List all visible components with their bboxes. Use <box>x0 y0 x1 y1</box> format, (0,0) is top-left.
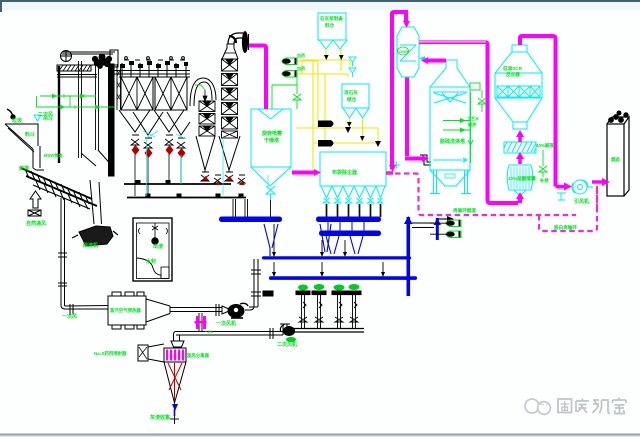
svg-text:脱白再循环: 脱白再循环 <box>554 224 577 231</box>
svg-text:一次风: 一次风 <box>62 313 77 320</box>
svg-text:补给: 补给 <box>539 177 549 184</box>
svg-text:出渣: 出渣 <box>153 243 164 250</box>
svg-text:料斗: 料斗 <box>25 131 35 138</box>
svg-text:垃圾: 垃圾 <box>12 117 22 124</box>
svg-text:MSW焚烧: MSW焚烧 <box>44 152 63 159</box>
svg-text:碱液: 碱液 <box>468 121 476 127</box>
svg-text:反应器: 反应器 <box>506 71 520 78</box>
svg-text:消石灰: 消石灰 <box>344 89 358 96</box>
svg-text:水封: 水封 <box>145 258 156 265</box>
svg-text:再循环烟道: 再循环烟道 <box>453 207 476 214</box>
svg-text:Na₂S药剂喷射器: Na₂S药剂喷射器 <box>94 350 127 357</box>
svg-text:加药: 加药 <box>296 52 305 58</box>
svg-text:40%碱液: 40%碱液 <box>536 142 554 149</box>
svg-text:一次风机: 一次风机 <box>216 320 236 327</box>
svg-text:自然通风: 自然通风 <box>26 220 46 227</box>
svg-text:蒸汽空气预热器: 蒸汽空气预热器 <box>110 307 141 314</box>
svg-text:旋转喷雾: 旋转喷雾 <box>261 130 283 137</box>
svg-text:吊斗: 吊斗 <box>43 115 53 122</box>
svg-text:旋风分离器: 旋风分离器 <box>186 352 210 359</box>
svg-text:除渣机: 除渣机 <box>83 242 98 249</box>
svg-text:工艺水: 工艺水 <box>467 115 480 121</box>
svg-text:灰渣收集: 灰渣收集 <box>150 414 171 421</box>
svg-text:料仓: 料仓 <box>325 22 335 29</box>
svg-text:炉排: 炉排 <box>18 165 29 172</box>
svg-text:布袋除尘器: 布袋除尘器 <box>331 169 358 176</box>
svg-text:低温SCR: 低温SCR <box>502 65 523 72</box>
svg-text:储仓: 储仓 <box>347 96 357 103</box>
svg-text:烟囱: 烟囱 <box>611 156 620 163</box>
svg-text:10%盐酸储罐: 10%盐酸储罐 <box>508 175 536 182</box>
svg-text:引风机: 引风机 <box>574 198 589 205</box>
svg-text:石灰浆制备: 石灰浆制备 <box>319 15 343 22</box>
svg-text:GGH: GGH <box>399 49 408 54</box>
svg-text:脱硫洗涤塔: 脱硫洗涤塔 <box>439 138 466 145</box>
svg-text:二次风机: 二次风机 <box>277 341 297 348</box>
svg-text:干燥塔: 干燥塔 <box>264 137 280 144</box>
svg-text:二次风: 二次风 <box>38 111 53 118</box>
svg-text:~3%: ~3% <box>205 329 214 334</box>
svg-text:加药: 加药 <box>296 65 305 71</box>
